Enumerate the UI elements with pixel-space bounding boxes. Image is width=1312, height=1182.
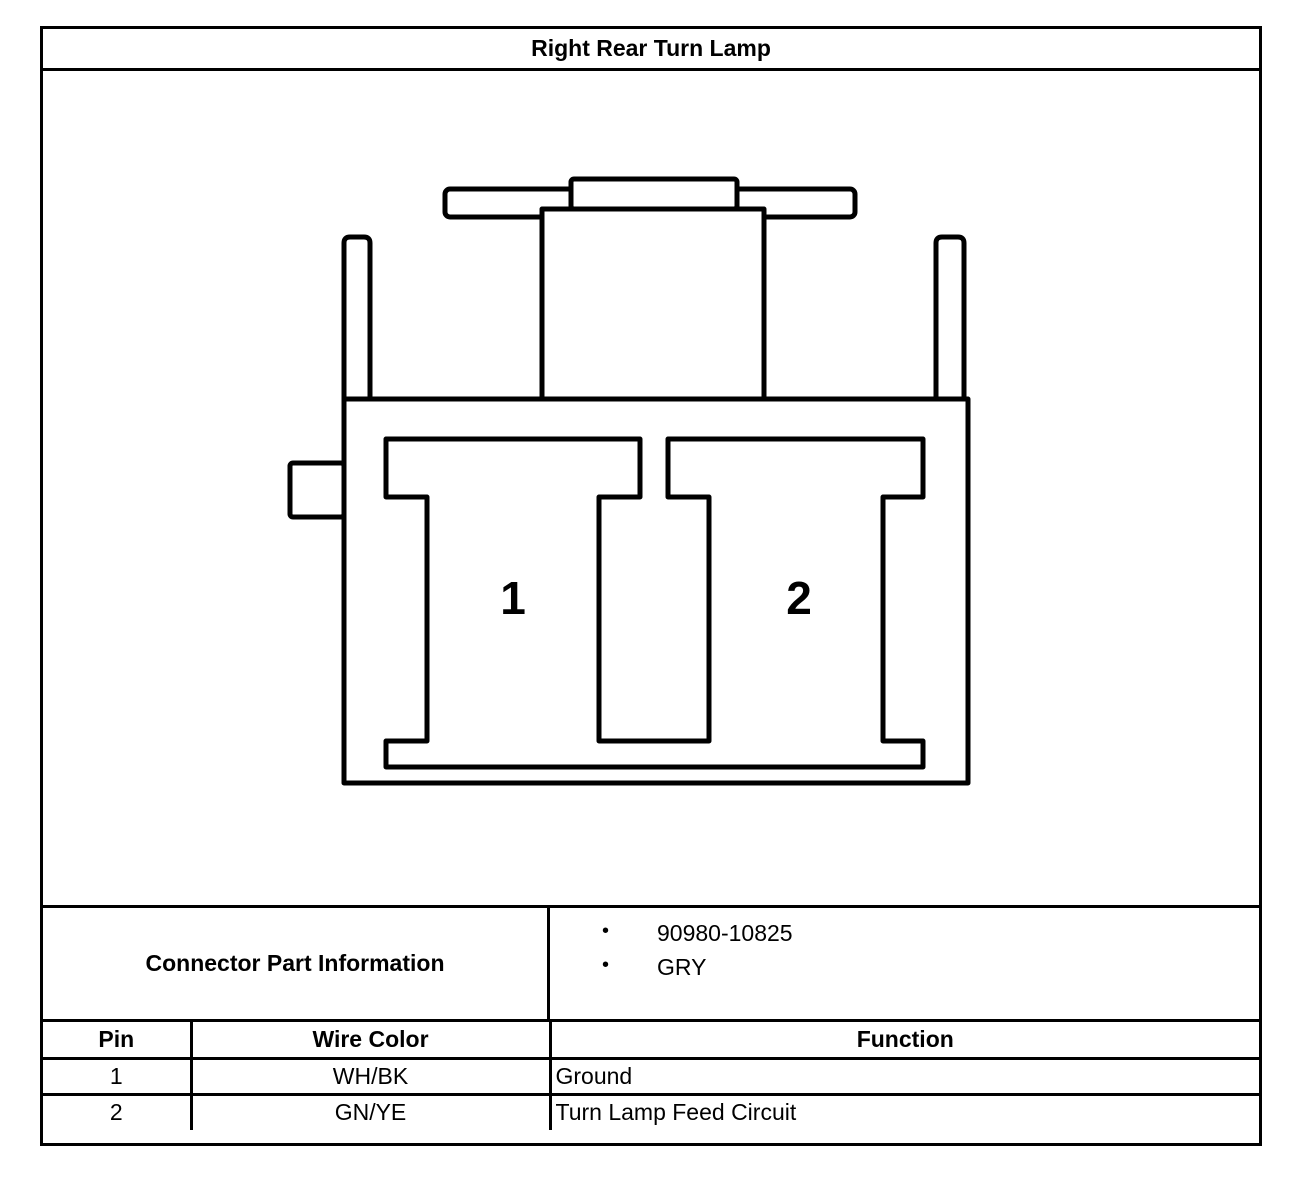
bullet-icon: • <box>602 954 610 976</box>
pin-table-header: Pin Wire Color Function <box>43 1022 1259 1060</box>
connector-face-svg <box>287 176 971 786</box>
table-row: 1 WH/BK Ground <box>43 1056 1259 1096</box>
connector-drawing: 1 2 <box>43 71 1259 905</box>
function-header: Function <box>548 1022 1259 1060</box>
cavity-1-outline <box>383 436 926 770</box>
part-number: 90980-10825 <box>657 920 793 946</box>
function-cell: Ground <box>548 1056 1259 1096</box>
pin-cell: 1 <box>43 1056 193 1096</box>
center-post <box>539 206 767 402</box>
side-latch <box>287 460 347 520</box>
table-row: 2 GN/YE Turn Lamp Feed Circuit <box>43 1092 1259 1130</box>
lock-tab-top <box>568 176 740 212</box>
connector-part-info-list: • 90980-10825 • GRY <box>550 908 1259 1019</box>
pin-table: Pin Wire Color Function 1 WH/BK Ground 2… <box>43 1022 1259 1130</box>
connector-part-info: Connector Part Information • 90980-10825… <box>43 905 1259 1022</box>
pin-header: Pin <box>43 1022 193 1060</box>
function-cell: Turn Lamp Feed Circuit <box>548 1092 1259 1130</box>
cavity-1-label: 1 <box>500 572 526 624</box>
cavity-2-label: 2 <box>786 572 812 624</box>
connector-sheet: Right Rear Turn Lamp 1 2 Connector Part … <box>40 26 1262 1146</box>
left-post <box>341 234 373 399</box>
wire-color-header: Wire Color <box>189 1022 552 1060</box>
pin-cell: 2 <box>43 1092 193 1130</box>
wire-color-cell: GN/YE <box>189 1092 552 1130</box>
connector-color: GRY <box>657 954 707 980</box>
right-post <box>933 234 967 399</box>
wire-color-cell: WH/BK <box>189 1056 552 1096</box>
bullet-icon: • <box>602 920 610 942</box>
connector-housing <box>341 396 971 786</box>
page-title: Right Rear Turn Lamp <box>43 29 1259 71</box>
connector-part-info-label: Connector Part Information <box>43 908 550 1019</box>
